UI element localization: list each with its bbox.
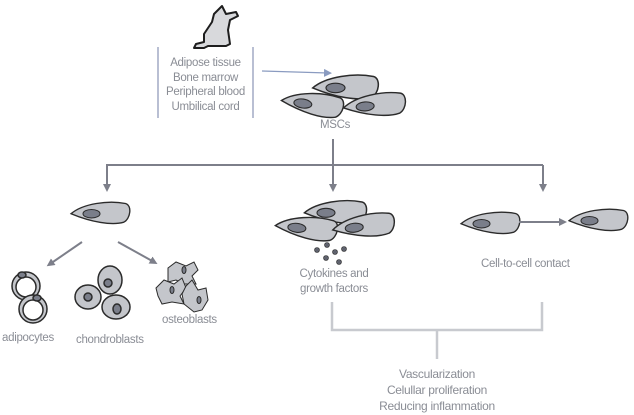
source-item: Bone marrow (172, 71, 239, 84)
source-item: Peripheral blood (166, 86, 245, 98)
paracrine-label-line: growth factors (299, 282, 369, 295)
source-to-msc-arrow (261, 68, 332, 77)
paracrine-cells-icon (273, 199, 397, 244)
outcome-item: Celullar proliferation (386, 383, 488, 397)
contact-cell-right-icon (568, 208, 629, 232)
cytokine-dots-icon (314, 242, 347, 265)
paracrine-label-line: Cytokines and (299, 268, 369, 280)
osteoblast-cells-icon (155, 261, 209, 313)
source-item: Adipose tissue (170, 57, 241, 69)
arrow-to-osteoblasts (117, 241, 158, 264)
chondroblasts-label: chondroblasts (76, 334, 144, 346)
source-item: Umbilical cord (171, 100, 240, 113)
paracrine-label: Cytokines and growth factors (284, 267, 384, 296)
msc-cells-icon (279, 74, 408, 121)
osteoblasts-label: osteoblasts (162, 314, 217, 326)
outcome-list: Vascularization Celullar proliferation R… (362, 366, 512, 414)
source-list: Adipose tissue Bone marrow Peripheral bl… (158, 56, 253, 114)
progenitor-cell-icon (70, 201, 131, 225)
contact-label: Cell-to-cell contact (481, 258, 570, 270)
outcome-item: Vascularization (399, 367, 475, 381)
chondroblast-cells-icon (74, 265, 131, 320)
arrow-to-adipocytes (46, 241, 83, 267)
adipocyte-cells-icon (11, 271, 48, 324)
outcome-bracket (330, 302, 544, 359)
contact-cell-left-icon (460, 211, 521, 235)
adipocytes-label: adipocytes (2, 332, 54, 344)
outcome-item: Reducing inflammation (379, 399, 495, 413)
msc-label: MSCs (319, 119, 351, 131)
branch-lines (103, 139, 547, 192)
dog-icon (193, 5, 239, 49)
